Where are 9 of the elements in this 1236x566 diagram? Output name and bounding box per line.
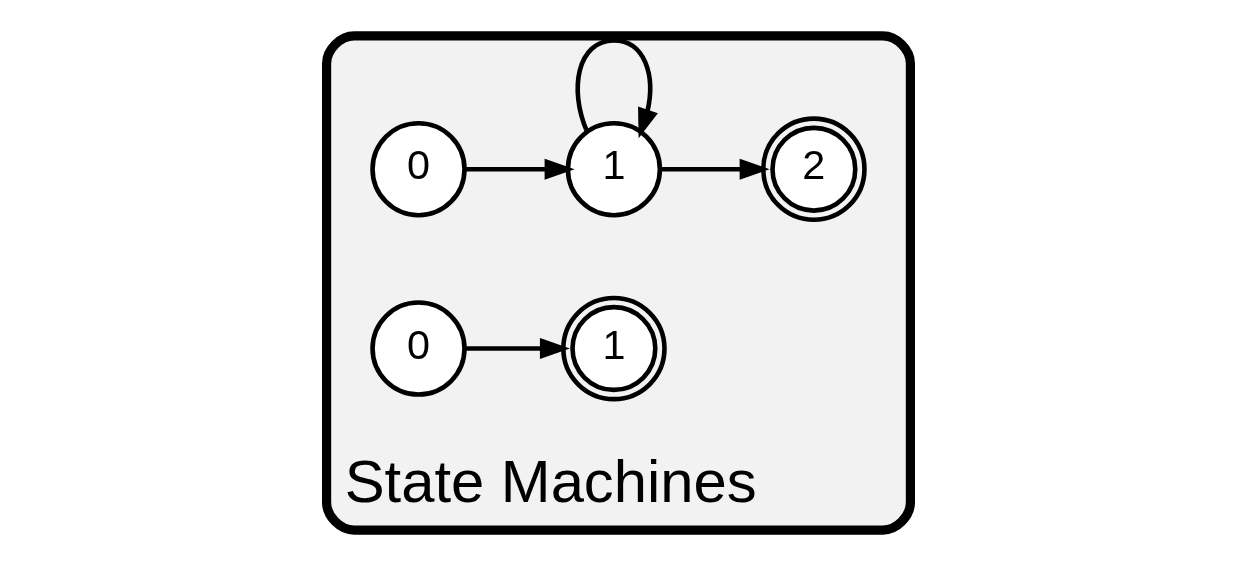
node-circle: 2 — [760, 116, 867, 223]
node-circle: 0 — [369, 300, 467, 397]
node-circle: 1 — [565, 120, 662, 218]
arrow — [464, 158, 575, 180]
arrow — [464, 338, 570, 359]
arrow — [574, 38, 658, 139]
node-circle: 0 — [369, 120, 467, 218]
arrow — [660, 158, 770, 180]
node-circle: 1 — [560, 295, 667, 402]
